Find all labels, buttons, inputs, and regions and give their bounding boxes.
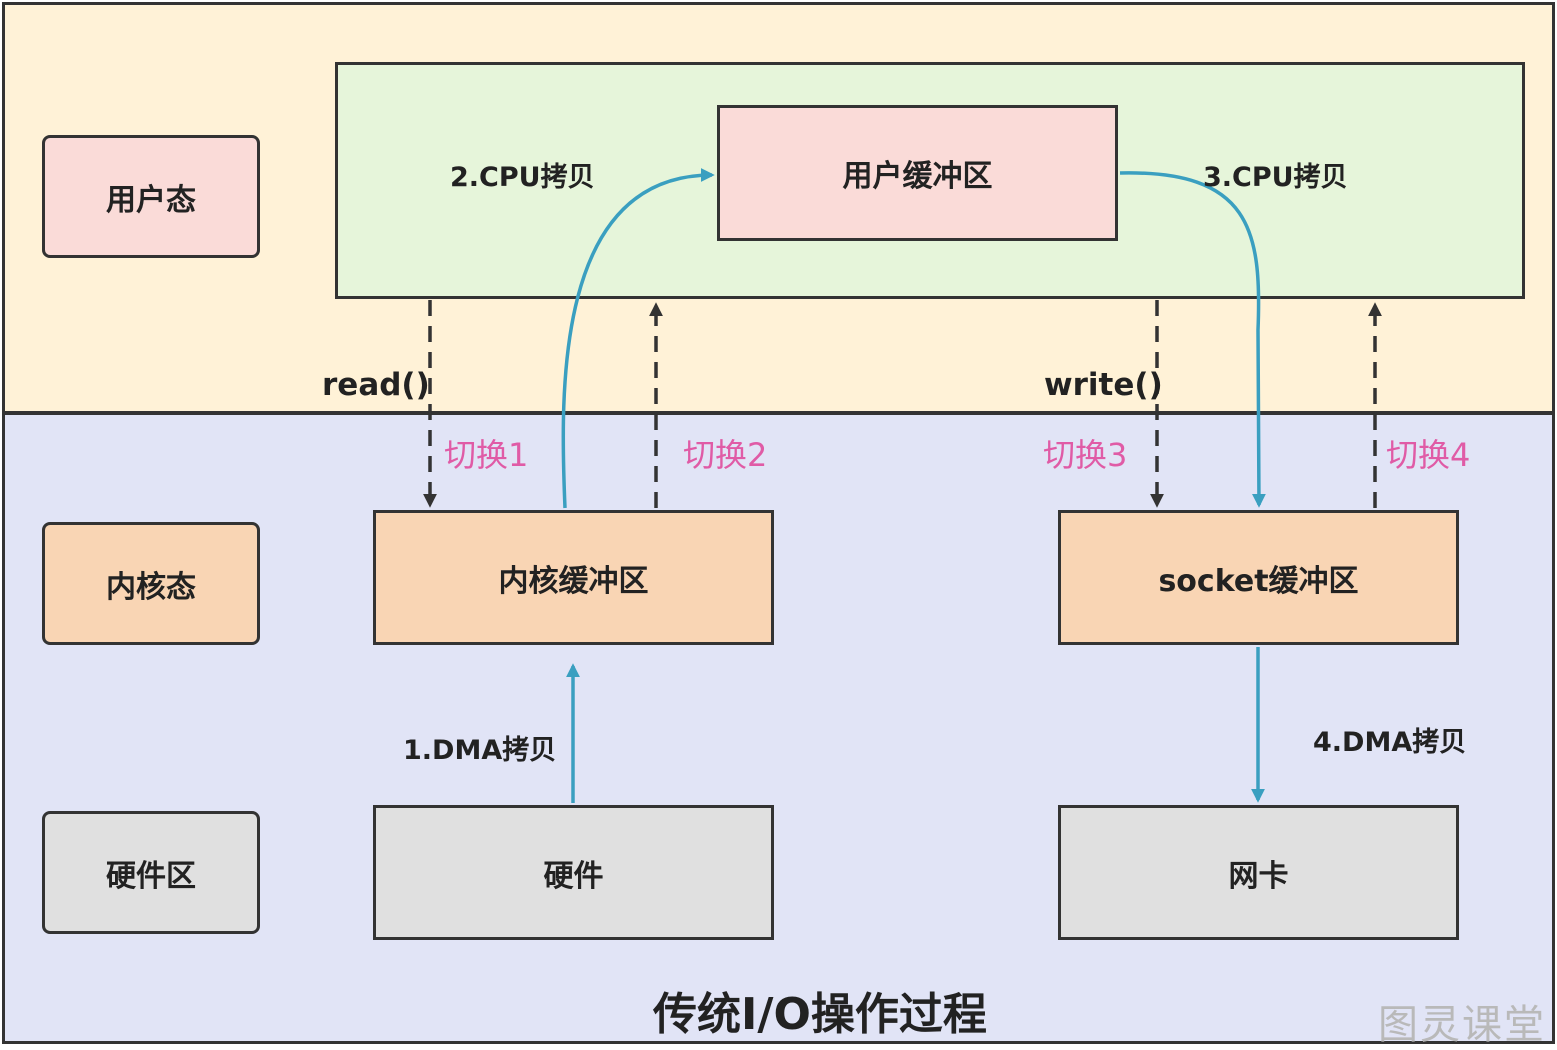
diagram-title: 传统I/O操作过程	[653, 989, 987, 1040]
nic-text: 网卡	[1228, 858, 1289, 894]
cpu-copy-2-arrow	[561, 168, 715, 509]
hardware-box: 硬件	[373, 805, 774, 940]
switch-4-label: 切换4	[1386, 436, 1471, 474]
dma-copy-4-label: 4.DMA拷贝	[1313, 727, 1467, 758]
nic-box: 网卡	[1058, 805, 1459, 940]
write-call-label: write()	[1044, 367, 1163, 403]
user-buffer-text: 用户缓冲区	[842, 159, 993, 194]
read-call-label: read()	[322, 367, 430, 403]
cpu-copy-3-arrow	[1119, 171, 1266, 508]
hardware-text: 硬件	[543, 858, 604, 894]
user-mode-label: 用户态	[42, 135, 260, 258]
kernel-buffer-box: 内核缓冲区	[373, 510, 774, 645]
user-mode-label-text: 用户态	[106, 182, 196, 218]
switch-2-label: 切换2	[683, 436, 768, 474]
switch-1-label: 切换1	[444, 436, 529, 474]
kernel-buffer-text: 内核缓冲区	[498, 563, 649, 599]
kernel-mode-label-text: 内核态	[106, 569, 196, 605]
socket-buffer-text: socket缓冲区	[1158, 563, 1359, 599]
hardware-zone-label-text: 硬件区	[106, 858, 196, 894]
kernel-mode-label: 内核态	[42, 522, 260, 645]
switch-3-label: 切换3	[1043, 436, 1128, 474]
cpu-copy-2-label: 2.CPU拷贝	[450, 162, 595, 193]
socket-buffer-box: socket缓冲区	[1058, 510, 1459, 645]
watermark-text: 图灵课堂	[1378, 1002, 1546, 1048]
user-buffer-box: 用户缓冲区	[717, 105, 1118, 241]
dma-copy-1-label: 1.DMA拷贝	[403, 735, 557, 766]
cpu-copy-3-label: 3.CPU拷贝	[1203, 162, 1348, 193]
hardware-zone-label: 硬件区	[42, 811, 260, 934]
